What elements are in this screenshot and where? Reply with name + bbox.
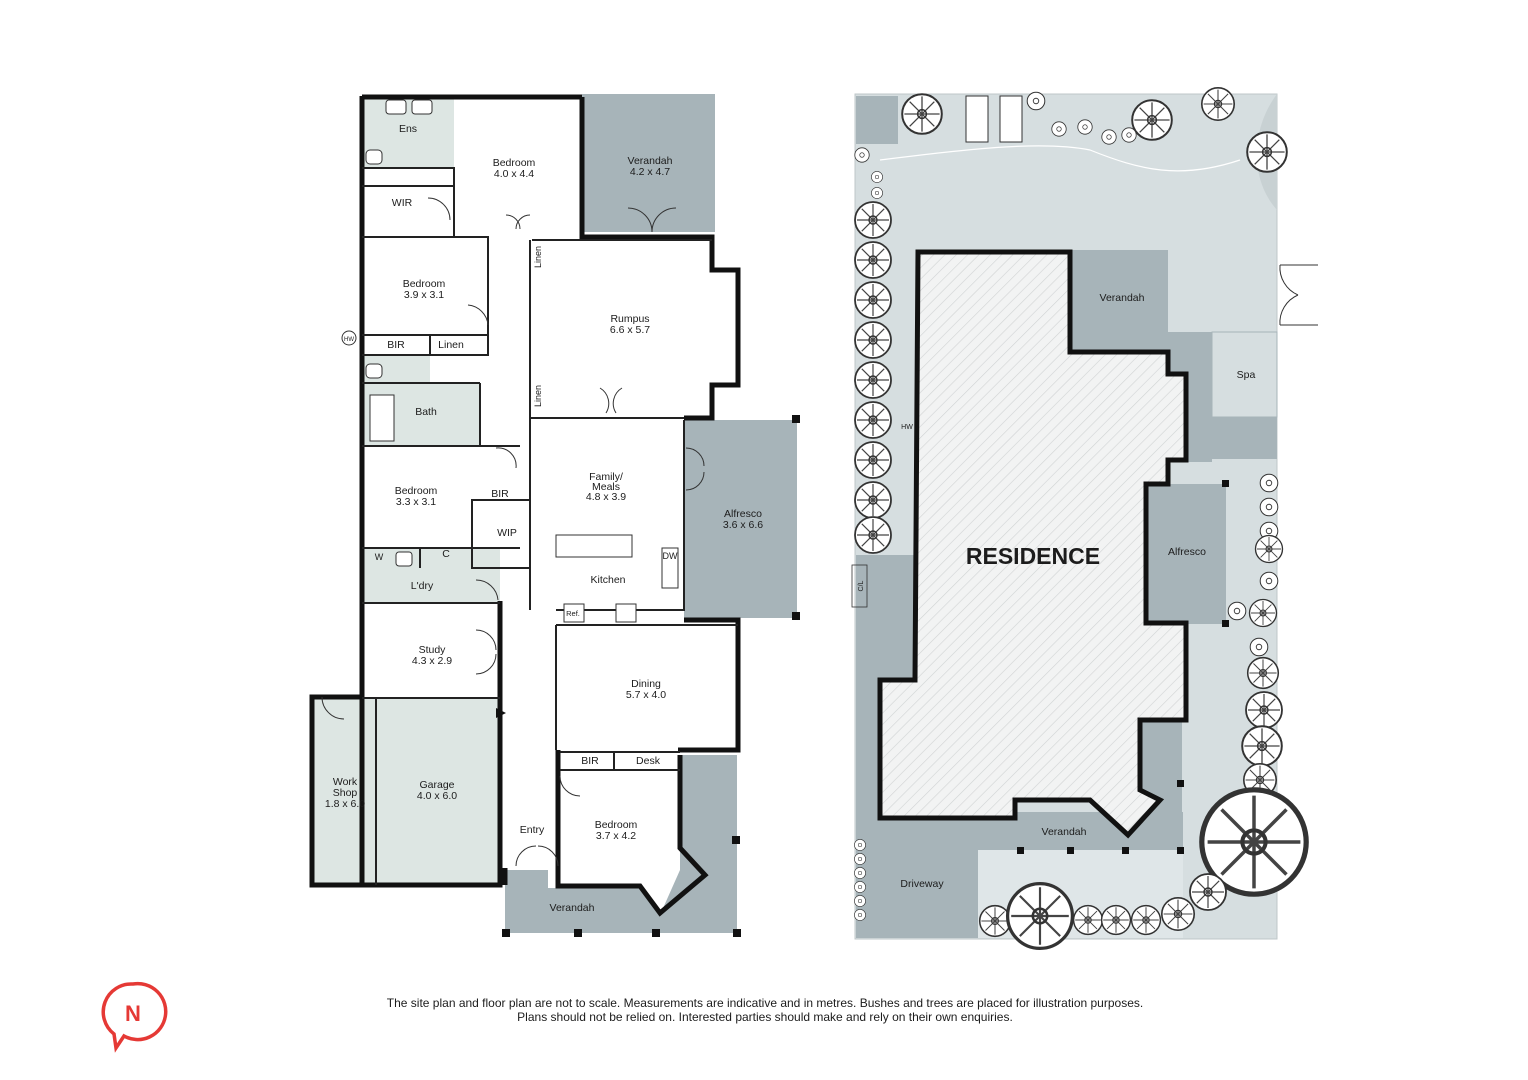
site-gate bbox=[1279, 264, 1318, 326]
site-alfresco bbox=[1146, 484, 1226, 624]
disclaimer-line-2: Plans should not be relied on. Intereste… bbox=[517, 1010, 1013, 1024]
garden-edge bbox=[879, 145, 1241, 172]
linen-h-label: Linen bbox=[438, 339, 464, 351]
w-label: W bbox=[375, 552, 384, 562]
bedroom-1-label: Bedroom bbox=[493, 157, 536, 169]
bedroom-4-label: Bedroom bbox=[595, 819, 638, 831]
garage-label: Garage bbox=[419, 779, 454, 791]
site-verandah-front bbox=[1017, 812, 1183, 850]
alfresco-label: Alfresco bbox=[724, 508, 762, 520]
bedroom-1-size: 4.0 x 4.4 bbox=[494, 168, 534, 180]
disclaimer: The site plan and floor plan are not to … bbox=[300, 996, 1230, 1024]
spa-area bbox=[1211, 331, 1278, 418]
front-verandah-area bbox=[505, 755, 737, 933]
site-verandah-rear-label: Verandah bbox=[1100, 292, 1145, 304]
family-label-2: Meals bbox=[592, 481, 620, 493]
toilet-main bbox=[365, 363, 383, 379]
bedroom-3-size: 3.3 x 3.1 bbox=[396, 496, 436, 508]
left-hedge bbox=[854, 201, 892, 554]
compass-letter: N bbox=[125, 1001, 141, 1026]
wir-label: WIR bbox=[392, 197, 413, 209]
compass-ring bbox=[101, 981, 168, 1053]
toilet-ens bbox=[365, 149, 383, 165]
garage-area bbox=[310, 697, 500, 887]
verandah-top-label: Verandah bbox=[628, 155, 673, 167]
verandah-top-size: 4.2 x 4.7 bbox=[630, 166, 670, 178]
site-hw-label: HW bbox=[901, 424, 913, 431]
spa-deck bbox=[1212, 417, 1277, 459]
hot-water-unit bbox=[341, 330, 357, 346]
cl-label: C/L bbox=[858, 580, 865, 591]
driveway-label: Driveway bbox=[900, 878, 944, 890]
bir-3-label: BIR bbox=[581, 755, 599, 767]
verandah-top-area bbox=[582, 94, 715, 232]
desk-label: Desk bbox=[636, 755, 661, 767]
linen-v2-label: Linen bbox=[533, 385, 543, 407]
site-plan: RESIDENCE Verandah Spa Alfresco HW C/L V… bbox=[851, 86, 1318, 951]
workshop-label-2: Shop bbox=[333, 787, 358, 799]
planter-1 bbox=[965, 95, 989, 143]
garage-size: 4.0 x 6.0 bbox=[417, 790, 457, 802]
bir-2-label: BIR bbox=[491, 488, 509, 500]
laundry-label: L'dry bbox=[411, 580, 434, 592]
c-label: C bbox=[442, 548, 450, 560]
laundry-area bbox=[362, 548, 500, 603]
workshop-label-1: Work bbox=[333, 776, 358, 788]
disclaimer-line-1: The site plan and floor plan are not to … bbox=[386, 996, 1144, 1010]
driveway-area bbox=[856, 555, 1017, 938]
bath-label: Bath bbox=[415, 406, 437, 418]
basin-1 bbox=[385, 99, 407, 115]
kitchen-sink bbox=[661, 547, 679, 589]
dining-label: Dining bbox=[631, 678, 661, 690]
bedroom-3-label: Bedroom bbox=[395, 485, 438, 497]
study-label: Study bbox=[419, 644, 447, 656]
rumpus-size: 6.6 x 5.7 bbox=[610, 324, 650, 336]
shed bbox=[856, 96, 898, 144]
residence-label: RESIDENCE bbox=[966, 543, 1100, 569]
spa-label: Spa bbox=[1237, 369, 1256, 381]
ref-space bbox=[563, 603, 585, 623]
alfresco-size: 3.6 x 6.6 bbox=[723, 519, 763, 531]
bathtub bbox=[369, 394, 395, 442]
bedroom-4-size: 3.7 x 4.2 bbox=[596, 830, 636, 842]
ref-label: Ref. bbox=[566, 609, 580, 618]
basin-2 bbox=[411, 99, 433, 115]
study-size: 4.3 x 2.9 bbox=[412, 655, 452, 667]
kitchen-label: Kitchen bbox=[590, 574, 625, 586]
linen-v1-label: Linen bbox=[533, 246, 543, 268]
site-verandah-front-label: Verandah bbox=[1042, 826, 1087, 838]
dining-size: 5.7 x 4.0 bbox=[626, 689, 666, 701]
family-size: 4.8 x 3.9 bbox=[586, 491, 626, 503]
entry-label: Entry bbox=[520, 824, 545, 836]
hw-label: HW bbox=[344, 337, 354, 343]
laundry-tub bbox=[395, 551, 413, 567]
dw-label: DW bbox=[663, 551, 678, 561]
ens-label: Ens bbox=[399, 123, 417, 135]
planter-2 bbox=[999, 95, 1023, 143]
bedroom-2-size: 3.9 x 3.1 bbox=[404, 289, 444, 301]
rumpus-label: Rumpus bbox=[610, 313, 649, 325]
north-compass: N bbox=[101, 981, 168, 1053]
cooktop bbox=[615, 603, 637, 623]
kitchen-island bbox=[555, 534, 633, 558]
workshop-size: 1.8 x 6.0 bbox=[325, 798, 365, 810]
family-label-1: Family/ bbox=[589, 471, 623, 483]
verandah-front-label: Verandah bbox=[550, 902, 595, 914]
bir-1-label: BIR bbox=[387, 339, 405, 351]
cl-box bbox=[851, 564, 868, 608]
residence-footprint bbox=[877, 249, 1189, 839]
site-alfresco-label: Alfresco bbox=[1168, 546, 1206, 558]
wip-label: WIP bbox=[497, 527, 517, 539]
bedroom-2-label: Bedroom bbox=[403, 278, 446, 290]
alfresco-area bbox=[684, 420, 797, 618]
site-verandah-rear bbox=[1070, 250, 1168, 350]
floor-plan: Ens Bedroom 4.0 x 4.4 Verandah 4.2 x 4.7… bbox=[309, 94, 800, 937]
